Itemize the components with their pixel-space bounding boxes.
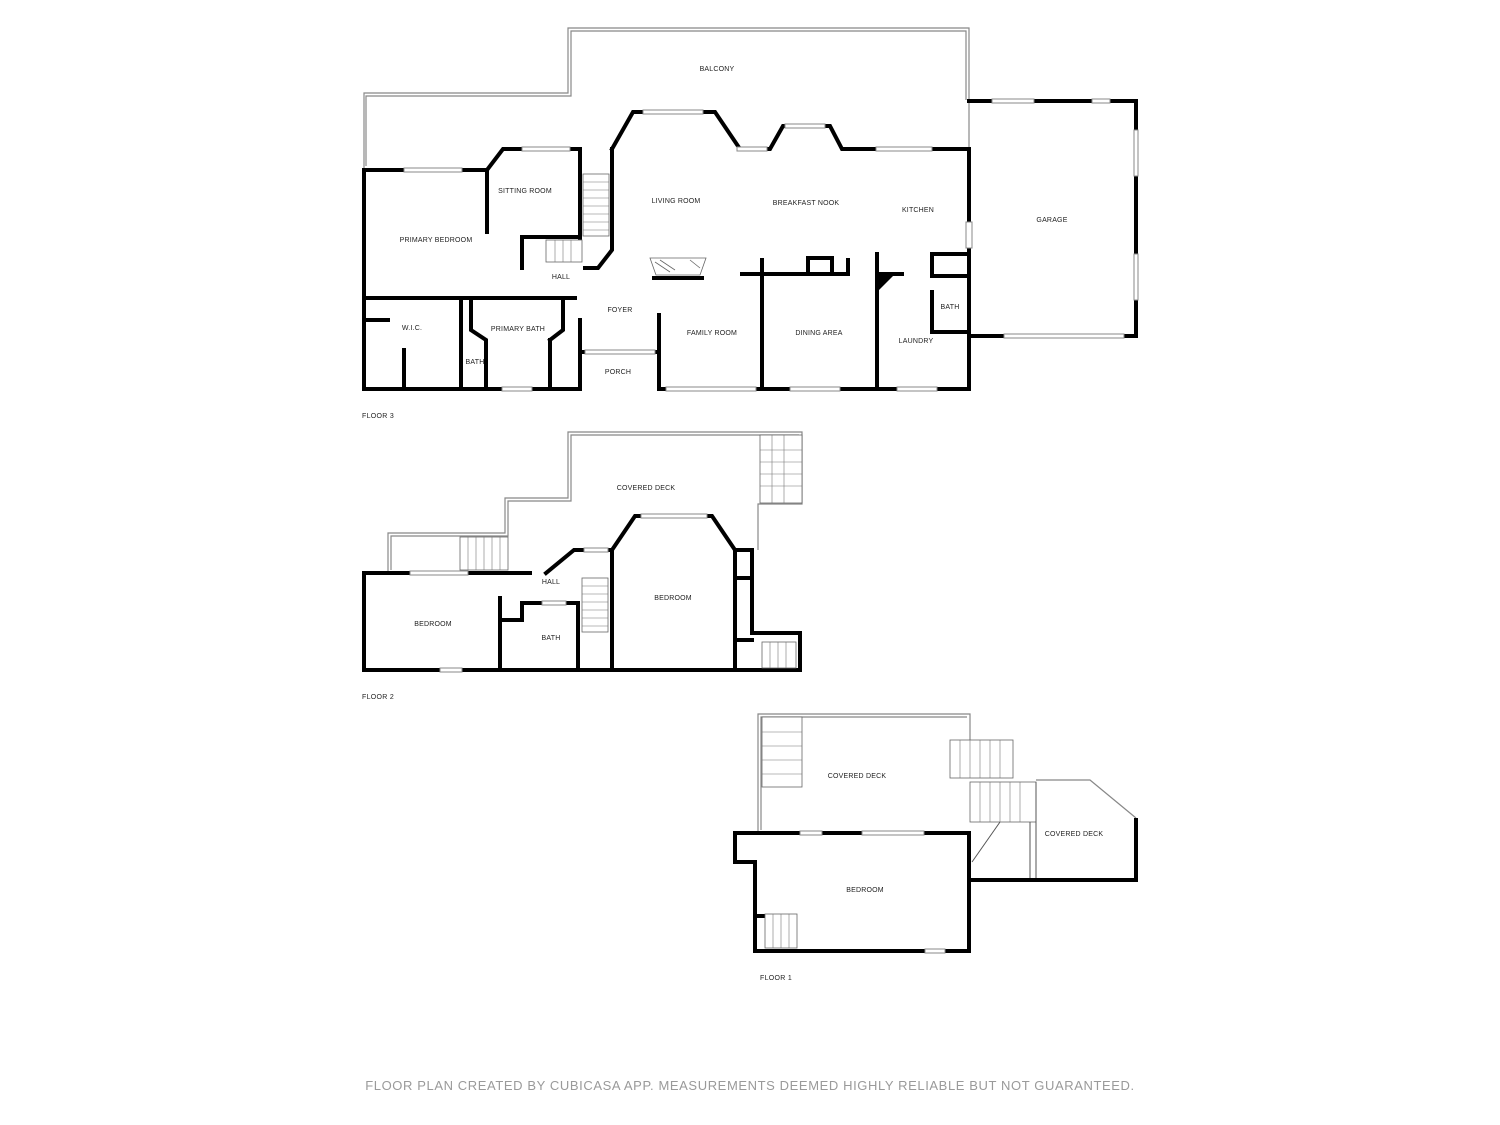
bath-top-wall — [498, 601, 580, 672]
floor-1-deck-stairs-left — [761, 716, 803, 788]
floor-3-windows — [403, 109, 973, 392]
room-bath: BATH — [466, 359, 485, 366]
deck-stairs-right — [759, 434, 803, 504]
hall-wall — [520, 235, 582, 270]
room-covered-deck-side-f1: COVERED DECK — [1045, 831, 1104, 838]
room-sitting-room: SITTING ROOM — [498, 188, 552, 195]
floor-2-hall-wall — [543, 548, 614, 576]
living-room-top-wall — [609, 110, 971, 152]
bath-kitchen-wall — [930, 252, 971, 278]
floor-2-deck-outline-inner — [390, 434, 799, 570]
room-bedroom-left-f2: BEDROOM — [414, 621, 452, 628]
side-deck-diagonal — [971, 821, 1001, 863]
room-wic: W.I.C. — [402, 325, 422, 332]
floor-2-closet-wall-b — [750, 576, 802, 672]
floor-3-exterior-wall — [362, 168, 582, 391]
room-laundry: LAUNDRY — [899, 338, 934, 345]
room-bath-kitchen: BATH — [941, 304, 960, 311]
floor-1-plan: COVERED DECK COVERED DECK BEDROOM FLOOR … — [733, 713, 1138, 982]
stair-wall — [583, 147, 614, 270]
room-breakfast-nook: BREAKFAST NOOK — [773, 200, 840, 207]
room-hall-f2: HALL — [542, 579, 560, 586]
room-garage: GARAGE — [1036, 217, 1067, 224]
floor-1-deck-outline-inner — [760, 716, 967, 830]
floor-1-deck-stairs-top — [949, 739, 1014, 779]
room-covered-deck-f2: COVERED DECK — [617, 485, 676, 492]
floor-2-left-bedroom-wall — [362, 571, 802, 672]
floor-2-label: FLOOR 2 — [362, 694, 394, 701]
floor-1-side-deck-outline — [1036, 779, 1137, 819]
floor-1-label: FLOOR 1 — [760, 975, 792, 982]
dining-top-wall-b — [806, 256, 834, 276]
room-family-room: FAMILY ROOM — [687, 330, 737, 337]
room-bath-f2: BATH — [542, 635, 561, 642]
room-balcony: BALCONY — [700, 66, 735, 73]
room-hall: HALL — [552, 274, 570, 281]
room-covered-deck-main-f1: COVERED DECK — [828, 773, 887, 780]
floor-1-deck-outline — [757, 713, 971, 832]
room-living-room: LIVING ROOM — [652, 198, 701, 205]
floor-2-closet-wall — [733, 548, 754, 580]
footer-disclaimer: FLOOR PLAN CREATED BY CUBICASA APP. MEAS… — [365, 1078, 1135, 1093]
room-kitchen: KITCHEN — [902, 207, 934, 214]
room-primary-bedroom: PRIMARY BEDROOM — [400, 237, 473, 244]
floor-3-plan: BALCONY SITTING ROOM LIVING ROOM BREAKFA… — [362, 27, 1139, 420]
floor-2-deck-outline — [387, 431, 803, 572]
dining-top-wall — [740, 258, 850, 276]
floor-2-small-stairs — [761, 641, 797, 669]
floor-2-interior-stairs — [581, 577, 609, 633]
floor-3-label: FLOOR 3 — [362, 413, 394, 420]
floor-1-side-deck-wall — [968, 818, 1138, 882]
floor-1-deck-stairs-right — [969, 781, 1037, 823]
primary-bath-wall — [469, 296, 488, 391]
laundry-corner — [877, 276, 893, 292]
bath-kitchen-wall-c — [930, 290, 971, 334]
balcony-outline-inner — [365, 30, 967, 166]
primary-bath-right-wall — [547, 296, 565, 343]
room-dining-area: DINING AREA — [795, 330, 842, 337]
floor-2-bedroom-angle — [609, 514, 737, 672]
floor-1-bedroom-left-wall — [733, 831, 757, 918]
room-bedroom-f1: BEDROOM — [846, 887, 884, 894]
room-bedroom-right-f2: BEDROOM — [654, 595, 692, 602]
room-primary-bath: PRIMARY BATH — [491, 326, 545, 333]
balcony-outline — [363, 27, 970, 168]
room-porch: PORCH — [605, 369, 631, 376]
room-foyer: FOYER — [607, 307, 632, 314]
floor-2-plan: COVERED DECK HALL BEDROOM BATH BEDROOM F… — [362, 431, 803, 701]
floor-3-stairs — [545, 173, 610, 263]
